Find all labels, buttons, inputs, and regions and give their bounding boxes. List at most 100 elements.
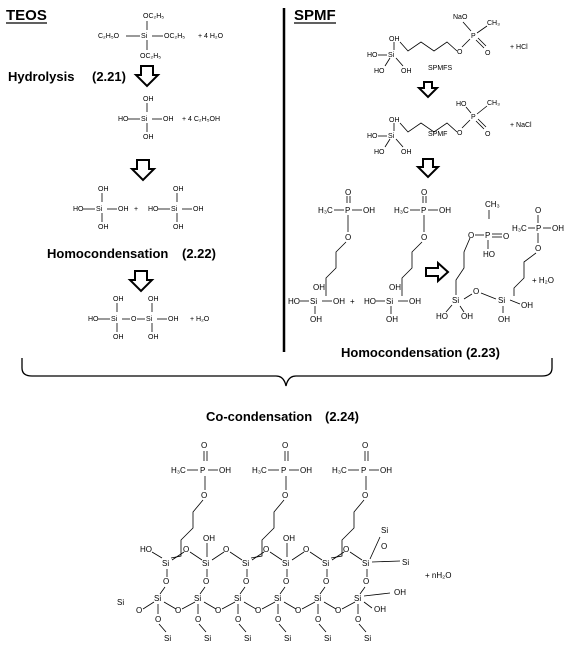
o-atom: O — [201, 441, 207, 450]
cocondensation-label: Co-condensation — [206, 409, 312, 424]
propyl-chain — [250, 499, 285, 559]
oh-group: OH — [143, 96, 154, 103]
si-atom: Si — [164, 634, 171, 643]
si-atom: Si — [388, 52, 395, 59]
teos-si: Si — [141, 33, 148, 40]
bond — [475, 39, 485, 49]
o-atom: O — [362, 441, 368, 450]
bond — [477, 37, 487, 47]
bond — [142, 601, 155, 610]
plus-sign: + — [350, 297, 355, 306]
propyl-chain — [401, 241, 423, 296]
o-atom: O — [503, 232, 509, 241]
homocondensation-left-label: Homocondensation — [47, 246, 168, 261]
si-atom: Si — [194, 594, 201, 603]
si-atom: Si — [364, 634, 371, 643]
oh-group: OH — [380, 466, 392, 475]
spmf-molecule: HO P CH₃ O O OH Si HO OH HO SPMF + NaCl — [367, 100, 532, 156]
h3c-group: H₃C — [318, 206, 333, 215]
oh-group: OH — [203, 534, 215, 543]
bond — [279, 586, 286, 595]
bond — [384, 138, 391, 148]
bond — [463, 293, 473, 300]
ho-group: HO — [367, 133, 378, 140]
bond — [238, 623, 247, 633]
bond — [229, 551, 243, 561]
bond — [369, 536, 381, 560]
oh-group: OH — [401, 149, 412, 156]
o-atom: O — [195, 615, 201, 624]
bond — [301, 601, 316, 610]
o-atom: O — [421, 233, 427, 242]
spmf-header: SPMF — [294, 7, 336, 24]
ho-group: HO — [374, 68, 385, 75]
bond — [445, 304, 453, 313]
o-atom: O — [363, 577, 369, 586]
o-atom: O — [295, 606, 301, 615]
oh-group: OH — [521, 301, 533, 310]
bond — [371, 560, 401, 563]
spmf-label: SPMF — [428, 131, 447, 138]
o-atom: O — [136, 606, 142, 615]
nacl-product: + NaCl — [510, 122, 532, 129]
si-atom: Si — [324, 634, 331, 643]
down-arrow-icon — [416, 81, 440, 99]
bond — [477, 118, 487, 128]
spmfs-label: SPMFS — [428, 65, 452, 72]
ch3-group: CH₃ — [487, 20, 500, 27]
bond — [461, 38, 471, 48]
oh-group: OH — [118, 206, 129, 213]
o-atom: O — [381, 542, 387, 551]
ho-group: HO — [148, 206, 159, 213]
bond — [319, 586, 326, 595]
water-product: + H₂O — [532, 276, 554, 285]
oh-group: OH — [173, 224, 184, 231]
ch3-group: CH₃ — [485, 200, 500, 209]
si-atom: Si — [154, 594, 161, 603]
si-atom: Si — [386, 297, 393, 306]
oh-group: OH — [389, 283, 401, 292]
oh-group: OH — [219, 466, 231, 475]
spmfs-molecule: NaO P CH₃ O O OH Si HO OH HO SPMFS + HCl — [367, 14, 528, 75]
o-atom: O — [243, 577, 249, 586]
oh-group: OH — [148, 296, 159, 303]
bond — [239, 586, 246, 595]
h3c-group: H₃C — [332, 466, 347, 475]
o-atom: O — [155, 615, 161, 624]
si-atom: Si — [314, 594, 321, 603]
teos-bottom-group: OC₂H₅ — [140, 53, 161, 60]
si-atom: Si — [117, 598, 124, 607]
o-atom: O — [457, 49, 463, 56]
si-atom: Si — [452, 296, 459, 305]
bond — [243, 601, 257, 610]
down-arrow-icon — [415, 158, 441, 179]
si-atom: Si — [322, 559, 329, 568]
bond — [278, 623, 287, 633]
propyl-chain — [399, 122, 458, 133]
propyl-chain — [325, 241, 347, 296]
spmf-monomer-1: H₃C P OH O O OH Si HO OH OH — [288, 188, 375, 324]
bond — [283, 601, 297, 610]
oh-group: OH — [168, 316, 179, 323]
propyl-chain — [513, 252, 537, 296]
cocondensation-eq: (2.24) — [325, 409, 359, 424]
down-arrow-icon — [133, 65, 161, 88]
bond — [189, 551, 203, 561]
si-atom: Si — [362, 559, 369, 568]
o-atom: O — [131, 316, 137, 323]
o-atom: O — [485, 50, 491, 57]
ho-group: HO — [456, 101, 467, 108]
bond — [384, 57, 391, 67]
oh-group: OH — [310, 315, 322, 324]
o-atom: O — [323, 577, 329, 586]
ho-group: HO — [88, 316, 99, 323]
bond — [476, 25, 488, 34]
si-atom: Si — [234, 594, 241, 603]
oh-group: OH — [173, 186, 184, 193]
bond — [363, 601, 373, 609]
ho-group: HO — [364, 297, 376, 306]
o-atom: O — [203, 577, 209, 586]
o-atom: O — [535, 206, 541, 215]
bond — [171, 551, 185, 561]
ho-group: HO — [436, 312, 448, 321]
